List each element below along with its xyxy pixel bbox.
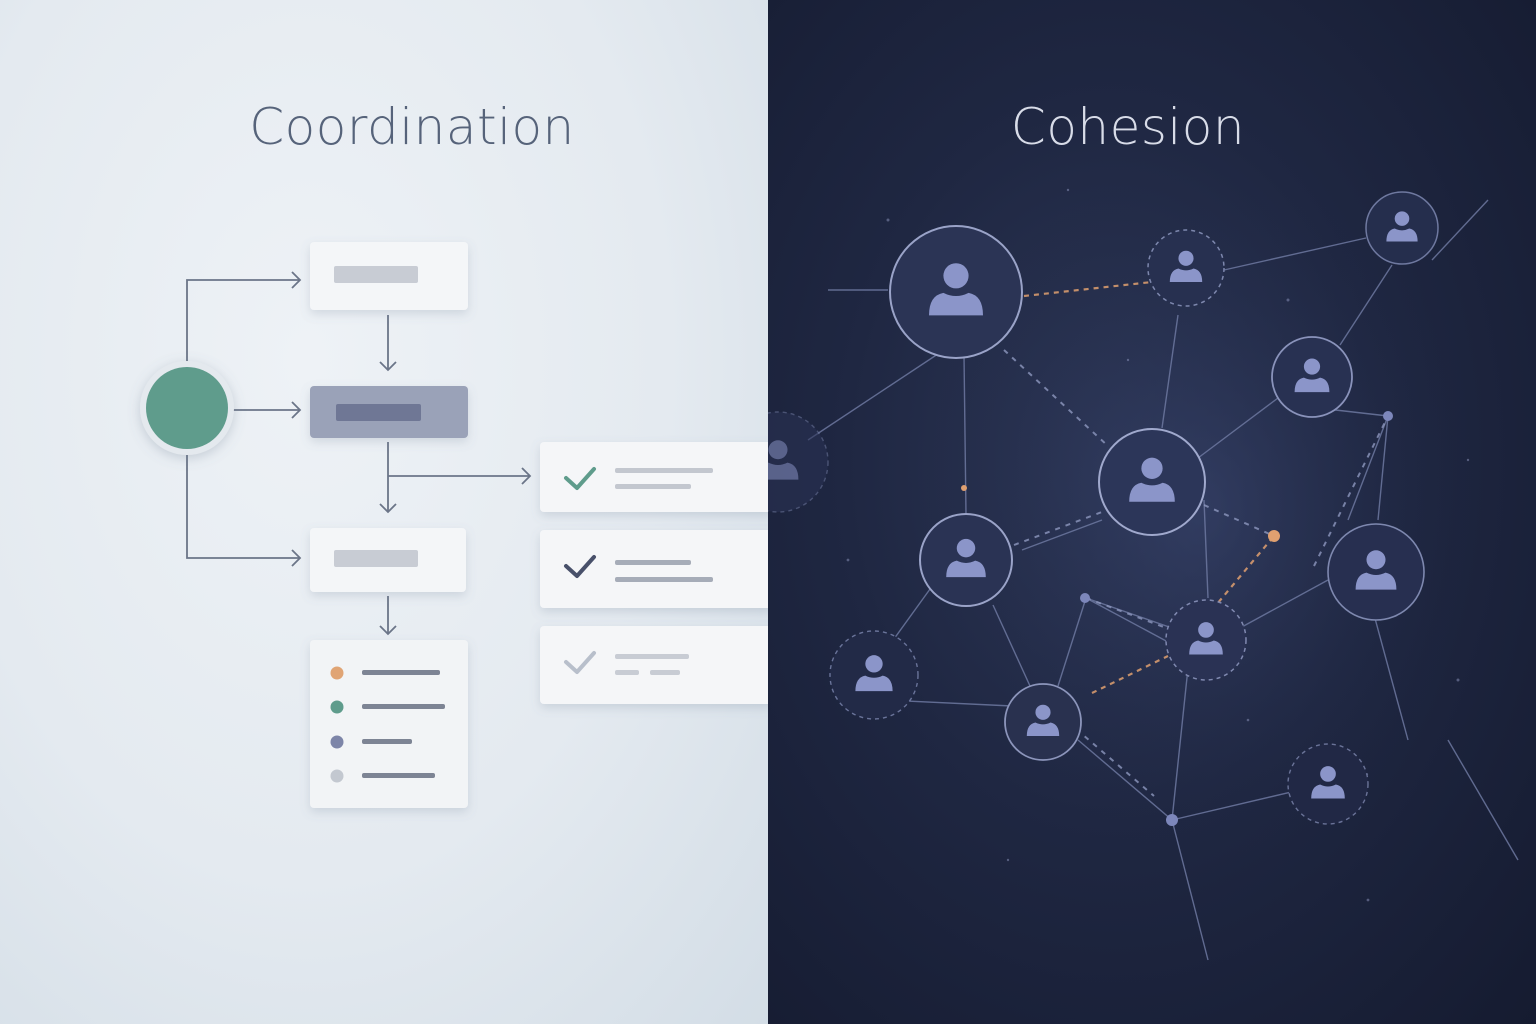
coordination-title: Coordination	[249, 98, 575, 156]
member-node	[829, 630, 919, 720]
task-card-2	[540, 530, 768, 608]
junction-dot	[1268, 530, 1280, 542]
step-box-3	[310, 528, 466, 592]
member-node-lead	[889, 225, 1023, 359]
coordination-flowchart	[140, 242, 768, 808]
cohesion-panel: Cohesion	[768, 0, 1536, 1024]
junction-dot	[961, 485, 967, 491]
member-node	[1365, 191, 1439, 265]
step-box-1	[310, 242, 468, 310]
junction-dot	[1166, 814, 1178, 826]
junction-dot	[1080, 593, 1090, 603]
member-node	[1327, 523, 1425, 621]
member-node	[1287, 743, 1369, 825]
member-node-center	[1098, 428, 1206, 536]
cohesion-network	[768, 160, 1519, 961]
task-card-1	[540, 442, 768, 512]
task-card-3	[540, 626, 768, 704]
checkmark-icon	[564, 467, 596, 490]
start-node-circle	[146, 367, 228, 449]
member-node	[1004, 683, 1082, 761]
status-list-card	[310, 640, 468, 808]
member-node	[1147, 229, 1225, 307]
checkmark-icon	[564, 555, 596, 578]
checkmark-icon	[564, 651, 596, 674]
network-accent-links	[1023, 280, 1275, 694]
junction-dot	[1383, 411, 1393, 421]
step-box-active	[310, 386, 468, 438]
member-node	[919, 513, 1013, 607]
cohesion-title: Cohesion	[1010, 98, 1246, 156]
member-node-partial	[768, 411, 829, 513]
flow-connectors	[186, 271, 532, 636]
member-node	[1165, 599, 1247, 681]
background-speckles	[846, 188, 1470, 902]
member-node	[1271, 336, 1353, 418]
coordination-panel: Coordination	[0, 0, 768, 1024]
